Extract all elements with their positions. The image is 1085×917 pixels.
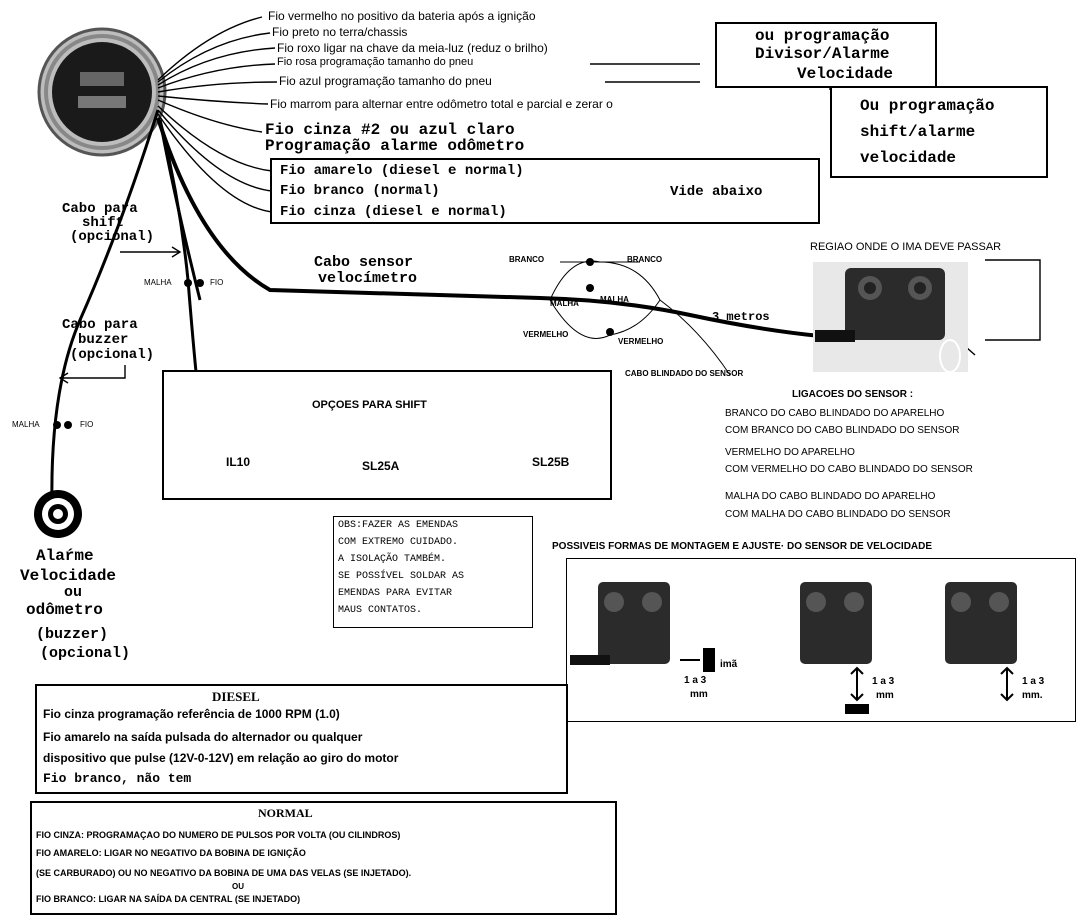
- connection-line: BRANCO DO CABO BLINDADO DO APARELHO: [725, 408, 945, 419]
- malha-left-label: MALHA: [550, 299, 579, 308]
- option-il10-label: IL10: [226, 455, 251, 469]
- fio-label-bottom: FIO: [80, 420, 94, 429]
- alarm-label-1: Alaŕme: [36, 547, 94, 565]
- diesel-line: Fio cinza programação referência de 1000…: [43, 707, 340, 721]
- gap3-unit: mm.: [1022, 690, 1043, 701]
- ima-label: imã: [720, 659, 738, 670]
- wire-red-label: Fio vermelho no positivo da bateria após…: [268, 9, 536, 23]
- shift-cable-label-3: (opcional): [70, 229, 155, 245]
- diesel-line: Fio branco, não tem: [43, 771, 192, 786]
- shielded-cable-label: CABO BLINDADO DO SENSOR: [625, 369, 744, 378]
- wire-yellow-label: Fio amarelo (diesel e normal): [280, 163, 524, 179]
- option-sl25a-label: SL25A: [362, 459, 400, 473]
- obs-line: EMENDAS PARA EVITAR: [338, 588, 453, 599]
- wire-gray2-label-2: Programação alarme odômetro: [265, 137, 525, 155]
- mounting-box: [566, 558, 1076, 722]
- divisor-line3: Velocidade: [797, 65, 894, 83]
- obs-line: COM EXTREMO CUIDADO.: [338, 537, 459, 548]
- alarm-label-3: ou: [64, 584, 83, 601]
- alarm-label-4: odômetro: [26, 601, 103, 619]
- mounting-title: POSSIVEIS FORMAS DE MONTAGEM E AJUSTE· D…: [552, 541, 933, 552]
- shift-options-title: OPÇOES PARA SHIFT: [312, 399, 427, 411]
- diesel-box: DIESEL Fio cinza programação referência …: [35, 684, 568, 794]
- connection-line: MALHA DO CABO BLINDADO DO APARELHO: [725, 491, 936, 502]
- malha-label-top: MALHA: [144, 278, 172, 287]
- obs-line: A ISOLAÇÃO TAMBÉM.: [338, 554, 447, 565]
- wire-pink-label: Fio rosa programação tamanho do pneu: [277, 56, 474, 68]
- shift-options-box: OPÇOES PARA SHIFT IL10 SL25A SL25B: [162, 370, 612, 500]
- wires-box: Fio amarelo (diesel e normal) Fio branco…: [270, 158, 820, 224]
- connection-line: COM VERMELHO DO CABO BLINDADO DO SENSOR: [725, 464, 973, 475]
- buzzer-cable-label-2: buzzer: [78, 332, 129, 348]
- wire-gray2-label: Fio cinza #2 ou azul claro: [265, 121, 515, 139]
- gap2-unit: mm: [876, 690, 894, 701]
- diesel-line: Fio amarelo na saída pulsada do alternad…: [43, 730, 363, 744]
- shift-line1: Ou programação: [860, 97, 995, 115]
- malha-right-label: MALHA: [600, 295, 629, 304]
- branco-right-label: BRANCO: [627, 255, 663, 264]
- divisor-box: ou programação Divisor/Alarme Velocidade: [715, 22, 937, 88]
- wire-brown-label: Fio marrom para alternar entre odômetro …: [270, 97, 613, 111]
- buzzer-cable-label-3: (opcional): [70, 347, 155, 363]
- buzzer-cable-label: Cabo para: [62, 317, 138, 333]
- connection-line: VERMELHO DO APARELHO: [725, 447, 855, 458]
- buzzer-icon: [34, 490, 82, 538]
- normal-line: FIO AMARELO: LIGAR NO NEGATIVO DA BOBINA…: [36, 848, 306, 858]
- branco-left-label: BRANCO: [509, 255, 545, 264]
- sensor-photo-icon: [813, 262, 968, 373]
- divisor-line2: Divisor/Alarme: [755, 45, 890, 63]
- option-sl25b-label: SL25B: [532, 455, 570, 469]
- wire-purple-label: Fio roxo ligar na chave da meia-luz (red…: [277, 41, 548, 55]
- gauge-icon: [37, 27, 167, 157]
- shift-program-box: Ou programação shift/alarme velocidade: [830, 86, 1048, 178]
- vermelho-left-label: VERMELHO: [523, 330, 569, 339]
- gap2-label: 1 a 3: [872, 676, 895, 687]
- connections-title: LIGACOES DO SENSOR :: [792, 389, 914, 400]
- wire-white-label: Fio branco (normal): [280, 183, 440, 199]
- cable-length-label: 3 metros: [712, 310, 770, 324]
- gap1-unit: mm: [690, 689, 708, 700]
- sensor-cable-label: Cabo sensor: [314, 254, 414, 271]
- shift-cable-label: Cabo para: [62, 201, 138, 217]
- alarm-label-5: (buzzer): [36, 626, 109, 643]
- divisor-line1: ou programação: [755, 27, 890, 45]
- wire-gray-label: Fio cinza (diesel e normal): [280, 204, 507, 220]
- diesel-line: dispositivo que pulse (12V-0-12V) em rel…: [43, 751, 399, 765]
- vermelho-right-label: VERMELHO: [618, 337, 664, 346]
- normal-line: OU: [232, 882, 244, 891]
- mount-sensor-2-icon: [800, 582, 872, 714]
- shift-cable-label-2: shift: [82, 215, 125, 231]
- gap3-label: 1 a 3: [1022, 676, 1045, 687]
- alarm-label-6: (opcional): [40, 645, 131, 662]
- obs-line: SE POSSÍVEL SOLDAR AS: [338, 571, 465, 582]
- alarm-label-2: Velocidade: [20, 567, 117, 585]
- obs-line: OBS:FAZER AS EMENDAS: [338, 520, 459, 531]
- diesel-title: DIESEL: [212, 689, 260, 704]
- shift-line3: velocidade: [860, 149, 957, 167]
- gap1-label: 1 a 3: [684, 675, 707, 686]
- obs-line: MAUS CONTATOS.: [338, 605, 423, 616]
- connection-line: COM MALHA DO CABO BLINDADO DO SENSOR: [725, 509, 951, 520]
- obs-note-box: OBS:FAZER AS EMENDAS COM EXTREMO CUIDADO…: [333, 516, 533, 628]
- fio-label-top: FIO: [210, 278, 224, 287]
- mount-sensor-3-icon: [945, 582, 1017, 702]
- malha-label-bottom: MALHA: [12, 420, 40, 429]
- sensor-cable-label-2: velocímetro: [318, 270, 418, 287]
- normal-line: FIO BRANCO: LIGAR NA SAÍDA DA CENTRAL (S…: [36, 894, 301, 904]
- sensor-region-title: REGIAO ONDE O IMA DEVE PASSAR: [810, 241, 1002, 253]
- normal-title: NORMAL: [258, 806, 313, 820]
- normal-line: FIO CINZA: PROGRAMAÇAO DO NUMERO DE PULS…: [36, 830, 401, 840]
- normal-box: NORMAL FIO CINZA: PROGRAMAÇAO DO NUMERO …: [30, 801, 617, 915]
- wire-black-label: Fio preto no terra/chassis: [272, 25, 408, 39]
- normal-line: (SE CARBURADO) OU NO NEGATIVO DA BOBINA …: [36, 868, 412, 878]
- wire-blue-label: Fio azul programação tamanho do pneu: [279, 74, 492, 88]
- mount-sensor-1-icon: [570, 582, 715, 672]
- connection-line: COM BRANCO DO CABO BLINDADO DO SENSOR: [725, 425, 960, 436]
- shift-line2: shift/alarme: [860, 123, 976, 141]
- see-below-label: Vide abaixo: [670, 184, 763, 200]
